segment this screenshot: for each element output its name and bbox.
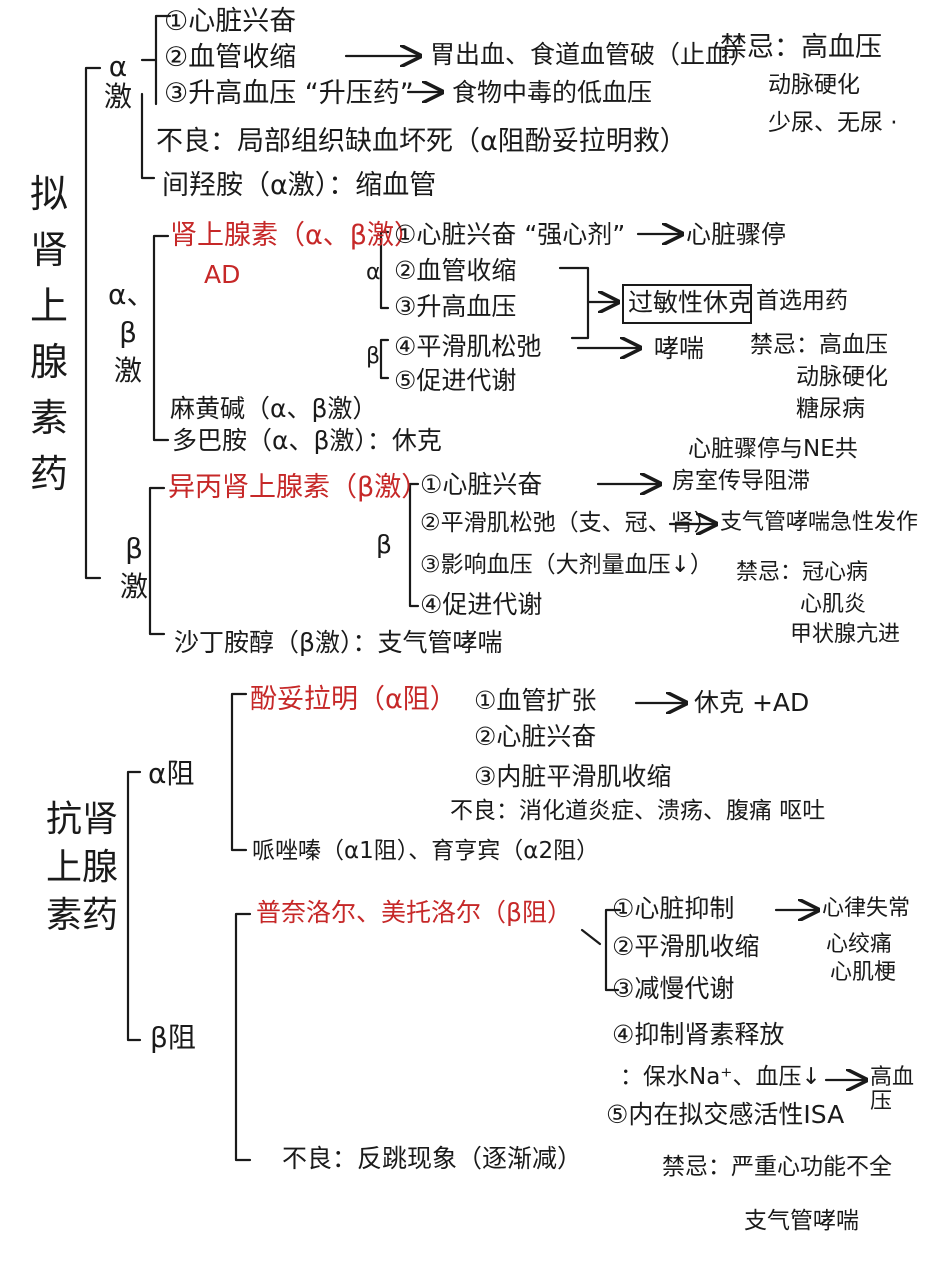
- ab-effect-1: ①心脏兴奋 “强心剂”: [394, 220, 626, 249]
- drug-prazosin-yohimbine: 哌唑嗪（α1阻）、育亨宾（α2阻）: [252, 838, 600, 864]
- bb-effect-2: ②平滑肌收缩: [612, 932, 760, 961]
- ab-effect-4-result: 哮喘: [654, 334, 705, 363]
- ab-effect-1-result: 心脏骤停: [686, 220, 787, 249]
- phentolamine-effect-2: ②心脏兴奋: [474, 722, 597, 751]
- bb-effect-1-result-3: 心肌梗: [830, 960, 897, 985]
- bb-effect-4: ④抑制肾素释放: [612, 1020, 785, 1049]
- section1-title: 拟肾上腺素药: [26, 166, 72, 502]
- alpha-effect-3: ③升高血压 “升压药”: [164, 78, 414, 109]
- drug-phentolamine: 酚妥拉明（α阻）: [250, 684, 457, 715]
- drug-metaraminol: 间羟胺（α激）：缩血管: [162, 170, 437, 201]
- beta-blocker-label: β阻: [150, 1021, 196, 1054]
- s2-title-line-1: 抗肾: [45, 799, 118, 840]
- drug-ephedrine: 麻黄碱（α、β激）: [170, 394, 378, 423]
- ab-label-line-3: 激: [113, 354, 142, 387]
- s1-title-char: 上: [29, 284, 68, 328]
- beta-agonist-label: β 激: [114, 530, 154, 606]
- alpha-blocker-label: α阻: [148, 757, 195, 790]
- beta-effect-1: ①心脏兴奋: [420, 470, 543, 499]
- first-choice-note: 首选用药: [756, 288, 848, 314]
- drug-isoprenaline: 异丙肾上腺素（β激）: [168, 472, 429, 503]
- ab-effect-4: ④平滑肌松弛: [394, 332, 542, 361]
- bb-na-note: ：保水Na⁺、血压↓: [620, 1064, 821, 1090]
- section2-bracket: [126, 770, 142, 1042]
- beta-label-line-2: 激: [119, 570, 148, 603]
- alpha-effect-2-result: 胃出血、食道血管破（止血）: [430, 40, 756, 69]
- ab-label-line-2: β: [119, 316, 137, 349]
- alpha-beta-agonist-label: α、 β 激: [108, 276, 154, 390]
- s2-title-line-3: 素药: [45, 895, 118, 936]
- phentolamine-effect-1: ①血管扩张: [474, 686, 597, 715]
- alpha-agonist-label: α激: [103, 50, 132, 113]
- beta-effect-2: ②平滑肌松弛（支、冠、肾）: [420, 510, 717, 536]
- beta-contraindication-1: 禁忌：冠心病: [736, 560, 869, 585]
- drug-dopamine: 多巴胺（α、β激）：休克: [172, 426, 442, 455]
- beta-effect-4: ④促进代谢: [420, 590, 543, 619]
- bb-adverse: 不良：反跳现象（逐渐减）: [282, 1144, 583, 1173]
- anaphylactic-shock-text: 过敏性休克: [628, 288, 754, 317]
- s1-title-char: 素: [29, 396, 68, 440]
- ab-effect-5: ⑤促进代谢: [394, 366, 517, 395]
- ab-contraindication-3: 糖尿病: [796, 396, 865, 422]
- beta-effect-2-result: 支气管哮喘急性发作: [720, 510, 919, 535]
- phentolamine-effect-1-result: 休克 +AD: [694, 688, 810, 717]
- bb-isa: ⑤内在拟交感活性ISA: [606, 1100, 845, 1129]
- s1-title-char: 拟: [29, 172, 68, 216]
- s1-title-char: 肾: [29, 228, 68, 272]
- alpha-contraindication-2: 动脉硬化: [768, 72, 860, 98]
- bb-effect-1: ①心脏抑制: [612, 894, 735, 923]
- beta-effect-1-result: 房室传导阻滞: [672, 468, 810, 494]
- drug-adrenaline: 肾上腺素（α、β激）: [170, 220, 422, 251]
- beta-mark: β: [366, 344, 381, 369]
- bb-contraindication-2: 支气管哮喘: [744, 1208, 859, 1234]
- alpha-effect-3-result: 食物中毒的低血压: [452, 78, 653, 107]
- ab-label-line-1: α、: [108, 278, 155, 311]
- alpha-mark: α: [366, 260, 381, 285]
- s2-title-line-2: 上腺: [45, 847, 118, 888]
- alpha-contraindication-3: 少尿、无尿 ·: [768, 110, 898, 136]
- ab-effect-3: ③升高血压: [394, 292, 517, 321]
- section2-title: 抗肾 上腺 素药: [40, 796, 124, 940]
- isoprenaline-beta-mark: β: [376, 530, 392, 559]
- beta-contraindication-3: 甲状腺亢进: [790, 622, 901, 647]
- ab-contraindication-1: 禁忌：高血压: [750, 332, 888, 358]
- bb-effect-1-result-1: 心律失常: [822, 896, 911, 921]
- alpha-contraindication: 禁忌：高血压: [720, 32, 882, 63]
- s1-title-char: 药: [29, 452, 68, 496]
- alpha-blocker-adverse: 不良：消化道炎症、溃疡、腹痛 呕吐: [450, 798, 826, 824]
- phentolamine-effect-3: ③内脏平滑肌收缩: [474, 762, 672, 791]
- alpha-effect-2: ②血管收缩: [164, 42, 297, 73]
- ab-contraindication-2: 动脉硬化: [796, 364, 888, 390]
- beta-top-note: 心脏骤停与NE共: [688, 436, 858, 462]
- bb-na-result: 高血压: [870, 1065, 915, 1114]
- section1-bracket: [84, 66, 102, 580]
- alpha-effect-1: ①心脏兴奋: [164, 6, 297, 37]
- drug-adrenaline-abbr: AD: [204, 260, 241, 289]
- boxed-anaphylactic-shock: [622, 284, 752, 324]
- beta-effect-3: ③影响血压（大剂量血压↓）: [420, 552, 713, 578]
- s1-title-char: 腺: [29, 340, 68, 384]
- beta-label-line-1: β: [125, 532, 143, 565]
- ab-effect-2: ②血管收缩: [394, 256, 517, 285]
- bb-effect-3: ③减慢代谢: [612, 974, 735, 1003]
- bb-contraindication-1: 禁忌：严重心功能不全: [662, 1154, 892, 1180]
- drug-salbutamol: 沙丁胺醇（β激）：支气管哮喘: [174, 628, 503, 657]
- beta-contraindication-2: 心肌炎: [800, 592, 867, 617]
- bb-effect-1-result-2: 心绞痛: [826, 932, 893, 957]
- alpha-adverse: 不良：局部组织缺血坏死（α阻酚妥拉明救）: [156, 126, 687, 157]
- drug-propranolol-metoprolol: 普奈洛尔、美托洛尔（β阻）: [256, 898, 572, 927]
